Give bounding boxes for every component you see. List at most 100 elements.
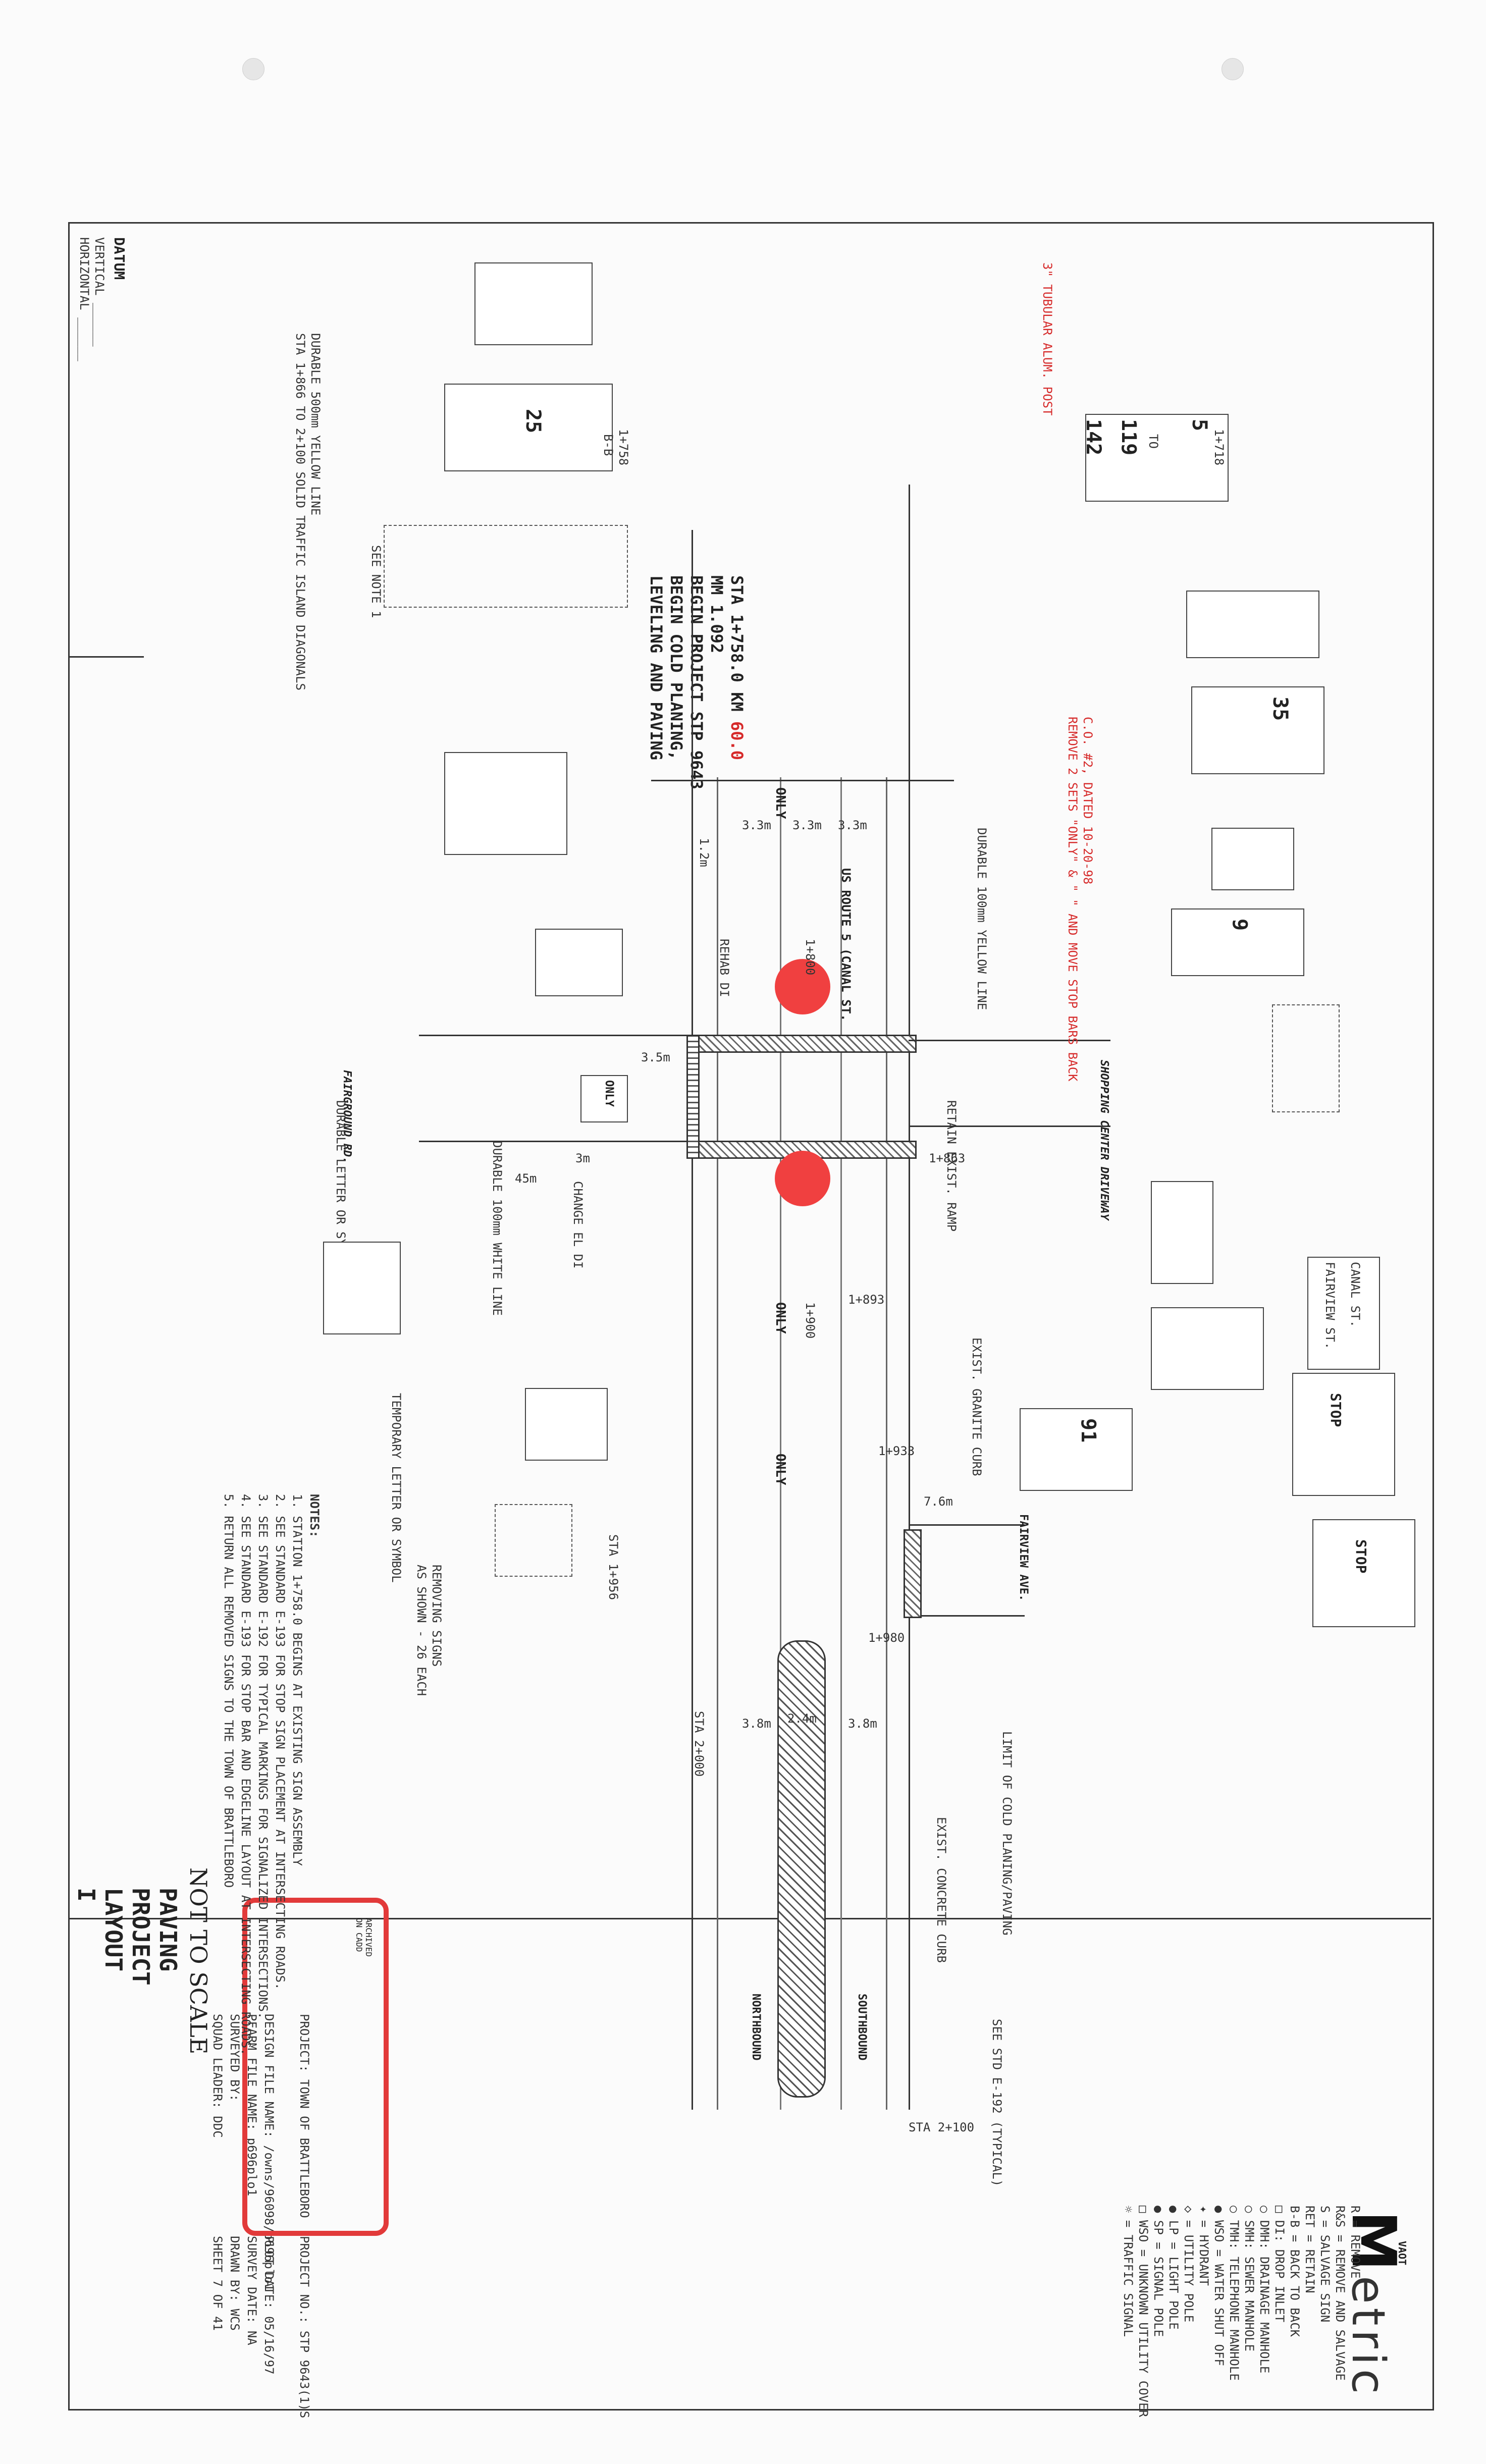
punch-hole xyxy=(242,58,264,80)
station-1800: 1+800 xyxy=(803,939,817,976)
sign-group xyxy=(384,525,628,608)
begin-stp: BEGIN PROJECT STP 9643 xyxy=(687,575,706,789)
speed-25-assembly xyxy=(444,384,613,471)
station-1956: STA 1+956 xyxy=(606,1534,620,1600)
fairview-edge xyxy=(909,1615,1025,1617)
begin-sta-red: 60.0 xyxy=(727,721,747,761)
note-see-std: SEE STD E-192 (TYPICAL) xyxy=(990,2019,1004,2187)
dim-3-3m: 3.3m xyxy=(792,818,822,832)
canal-fairview-sign xyxy=(1307,1257,1380,1370)
notes-block: NOTES: 1. STATION 1+758.0 BEGINS AT EXIS… xyxy=(220,1494,323,2056)
drawn-by-value: WCS xyxy=(228,2309,242,2331)
pedestrian-sign xyxy=(474,262,593,345)
road-lane-line xyxy=(886,777,887,2110)
fairview-st-label: FAIRVIEW ST. xyxy=(1323,1262,1337,1350)
archived-stamp xyxy=(242,1898,389,2236)
fairground-stop-bar xyxy=(689,1035,917,1053)
dim-1-2m: 1.2m xyxy=(697,838,711,867)
route-5-shield: 5 xyxy=(1188,419,1211,432)
datum-block: DATUM VERTICAL ______ HORIZONTAL ______ xyxy=(77,237,131,361)
fairground-road-edge xyxy=(419,1035,692,1036)
dim-3m: 3m xyxy=(575,1151,590,1165)
note-change-order: C.O. #2, DATED 10-20-98 REMOVE 2 SETS "O… xyxy=(1066,717,1095,1082)
note-5: 5. RETURN ALL REMOVED SIGNS TO THE TOWN … xyxy=(222,1494,236,1888)
begin-leveling: LEVELING AND PAVING xyxy=(647,575,666,761)
jct-9-sign: 9 xyxy=(1228,919,1251,931)
lane-use-sign-3 xyxy=(525,1388,608,1461)
not-to-scale: NOT TO SCALE xyxy=(185,1867,212,2055)
drawing-frame xyxy=(68,222,1434,2411)
squad-leader-value: DDC xyxy=(210,2116,225,2138)
project-no-label: PROJECT NO.: xyxy=(297,2236,311,2324)
datum-divider xyxy=(68,656,144,658)
note-2: 2. SEE STANDARD E-193 FOR STOP SIGN PLAC… xyxy=(273,1494,287,1990)
note-limit-cold: LIMIT OF COLD PLANING/PAVING xyxy=(1000,1731,1014,1936)
sign-station-1718: 1+718 xyxy=(1212,429,1226,466)
sign-bb: B-B xyxy=(601,434,615,456)
route-119-shield: 119 xyxy=(1117,419,1140,456)
punch-hole xyxy=(1222,58,1244,80)
road-edge-right xyxy=(909,485,910,2110)
dim-7-6m: 7.6m xyxy=(924,1494,953,1509)
fairground-road-edge xyxy=(419,1141,692,1142)
survey-date-value: NA xyxy=(245,2330,259,2345)
station-1980: 1+980 xyxy=(868,1631,905,1645)
note-retain-ramp: RETAIN EXIST. RAMP xyxy=(944,1100,959,1232)
stop-sign: STOP xyxy=(1328,1393,1344,1427)
station-2100: STA 2+100 xyxy=(909,2120,975,2134)
stop-sign-large xyxy=(1312,1519,1415,1627)
sign-to: TO xyxy=(1146,434,1160,449)
begin-sta: STA 1+758.0 KM xyxy=(727,575,747,712)
datum-vertical: VERTICAL ______ xyxy=(92,237,107,347)
northbound-label: NORTHBOUND xyxy=(750,1994,762,2061)
jct-91-assembly xyxy=(1020,1408,1133,1491)
station-1863: 1+863 xyxy=(929,1151,966,1165)
no-parking-small xyxy=(495,1504,572,1577)
project-fields-right: PROJECT NO.: STP 9643(1)S PLOT DATE: 05/… xyxy=(210,2236,311,2419)
dim-45m: 45m xyxy=(515,1171,537,1186)
route-142-shield: 142 xyxy=(1082,419,1105,456)
note-rehab-di: REHAB DI xyxy=(717,939,731,997)
station-1933: 1+933 xyxy=(878,1444,915,1458)
road-lane-line xyxy=(717,777,718,2110)
speed-35-sign: 35 xyxy=(1268,697,1292,721)
note-removing-signs: REMOVING SIGNS AS SHOWN - 26 EACH xyxy=(414,1565,444,1696)
begin-project-note: STA 1+758.0 KM 60.0 MM 1.092 BEGIN PROJE… xyxy=(646,575,747,789)
begin-project-stationline xyxy=(651,780,954,781)
speed-25-sign: 25 xyxy=(521,409,545,434)
only-marking-label: ONLY xyxy=(603,1080,615,1107)
jct-9-assembly xyxy=(1171,908,1304,976)
dim-3-8m: 3.8m xyxy=(742,1717,771,1731)
fairview-label: FAIRVIEW AVE. xyxy=(1017,1514,1030,1601)
datum-horizontal: HORIZONTAL ______ xyxy=(77,237,91,361)
begin-mm: MM 1.092 xyxy=(707,575,726,654)
note-durable-yellow: DURABLE 100mm YELLOW LINE xyxy=(975,828,989,1010)
survey-date-label: SURVEY DATE: xyxy=(245,2236,259,2324)
sheet-value: 7 xyxy=(210,2279,225,2287)
note-durable-500: DURABLE 500mm YELLOW LINE STA 1+866 TO 2… xyxy=(293,333,323,691)
no-parking-sign xyxy=(1186,591,1319,658)
dim-3-5m: 3.5m xyxy=(641,1050,670,1064)
shopping-label: SHOPPING CENTER DRIVEWAY xyxy=(1098,1060,1110,1220)
stamp-line-2: ON CADD xyxy=(354,1918,364,1952)
removal-marker xyxy=(775,1151,830,1206)
dim-3-3m: 3.3m xyxy=(742,818,771,832)
road-edge-left xyxy=(692,530,693,2110)
note-4: 4. SEE STANDARD E-193 FOR STOP BAR AND E… xyxy=(239,1494,253,2056)
note-tubular-post: 3" TUBULAR ALUM. POST xyxy=(1040,262,1054,416)
note-change-el: CHANGE EL DI xyxy=(571,1181,585,1269)
sheet-label: SHEET xyxy=(210,2236,225,2273)
lane-use-sign-2 xyxy=(323,1242,401,1334)
southbound-label: SOUTHBOUND xyxy=(856,1994,868,2061)
canal-st-label: CANAL ST. xyxy=(1348,1262,1362,1328)
road-lane-line xyxy=(780,777,781,2110)
note-1: 1. STATION 1+758.0 BEGINS AT EXISTING SI… xyxy=(290,1494,304,1866)
plot-date-value: 05/16/97 xyxy=(262,2316,276,2375)
yield-sign xyxy=(1211,828,1294,890)
station-1893: 1+893 xyxy=(848,1293,885,1307)
title-lines: PAVING PROJECT LAYOUT I xyxy=(73,1888,182,1986)
note-see-note-1: SEE NOTE 1 xyxy=(369,545,383,618)
note-exist-granite: EXIST. GRANITE CURB xyxy=(970,1337,984,1476)
archived-stamp-text: ARCHIVED ON CADD xyxy=(354,1918,374,1957)
